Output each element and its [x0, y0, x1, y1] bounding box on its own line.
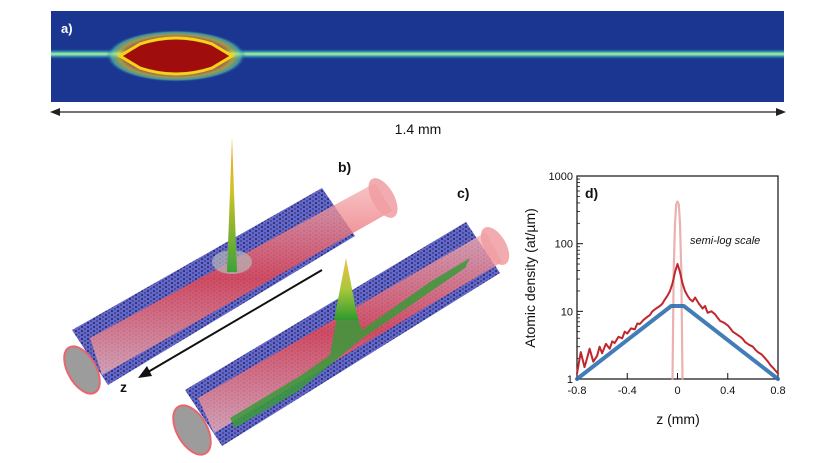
- series-peak: [671, 200, 684, 381]
- panel-c-label: c): [457, 185, 469, 201]
- scale-label: 1.4 mm: [395, 121, 442, 137]
- y-tick-label: 100: [555, 239, 573, 251]
- y-axis-label: Atomic density (at/µm): [522, 208, 538, 348]
- arrow-left-icon: [50, 108, 60, 116]
- plot-frame: [576, 175, 779, 380]
- scale-bar: 1.4 mm: [50, 108, 786, 137]
- panel-a: a): [51, 11, 784, 102]
- panel-b-label: b): [338, 159, 351, 175]
- y-tick-label: 1: [567, 374, 573, 386]
- x-tick-label: 0.8: [770, 385, 785, 397]
- z-axis-label: z: [120, 379, 127, 395]
- arrow-right-icon: [776, 108, 786, 116]
- chart-annotation: semi-log scale: [690, 235, 760, 247]
- density-profile-c: [230, 258, 470, 428]
- series-fit: [575, 304, 780, 381]
- z-axis-arrow: z: [120, 269, 323, 395]
- x-axis-label: z (mm): [656, 411, 700, 427]
- x-ticks: -0.8 -0.4 0 0.4 0.8: [568, 373, 786, 397]
- beam-b: [90, 183, 392, 375]
- x-tick-label: -0.8: [568, 385, 587, 397]
- beam-end-c-far: [480, 227, 510, 265]
- panel-a-label: a): [61, 21, 73, 36]
- y-tick-label: 1000: [549, 171, 573, 183]
- panel-b: b): [63, 137, 398, 395]
- panel-d-label: d): [585, 185, 598, 201]
- density-peak-c: [334, 258, 358, 320]
- x-tick-label: 0.4: [720, 385, 735, 397]
- series-measured: [576, 263, 779, 375]
- density-spike-b: [227, 137, 237, 272]
- atom-cloud: [117, 36, 235, 76]
- x-tick-label: 0: [674, 385, 680, 397]
- y-tick-label: 10: [561, 306, 573, 318]
- x-tick-label: -0.4: [618, 385, 637, 397]
- panel-c: c): [172, 185, 510, 456]
- beam-end-c-near: [172, 404, 212, 456]
- series-layer: [575, 200, 780, 381]
- y-ticks: 1 10 100 1000: [549, 171, 583, 386]
- beam-end-b-near: [63, 345, 101, 395]
- arrow-z-icon: [138, 366, 152, 378]
- beam-end-b-far: [368, 178, 398, 218]
- chart-d: 1 10 100 1000 -0.8 -0.4 0 0.4 0.8 d) semi-log s…: [522, 171, 786, 427]
